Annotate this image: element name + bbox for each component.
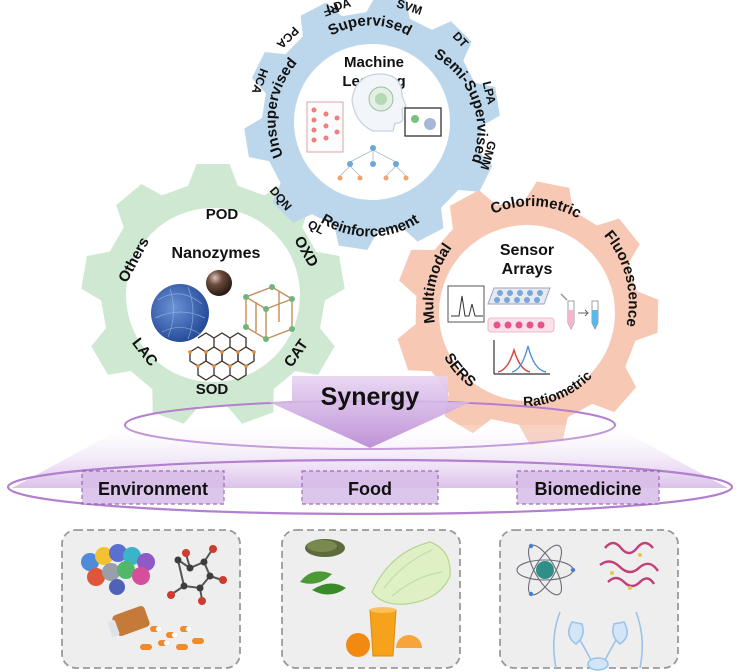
environment-label: Environment bbox=[98, 479, 208, 499]
ml-title-line1: Machine bbox=[344, 54, 404, 71]
nano-label-sod: SOD bbox=[196, 381, 229, 398]
ml-algorithm-lpa: LPA bbox=[480, 80, 499, 106]
biomedicine-label: Biomedicine bbox=[534, 479, 641, 499]
food-label-box bbox=[301, 470, 439, 505]
environment-label-box bbox=[81, 470, 225, 505]
nano-label-pod: POD bbox=[206, 206, 239, 223]
biomedicine-panel bbox=[499, 529, 679, 669]
nanoparticle-sphere bbox=[151, 284, 209, 342]
graphene-sheet bbox=[189, 332, 255, 381]
cabbage bbox=[371, 541, 451, 605]
nanoparticle-ball bbox=[206, 270, 232, 296]
heavy-metal-spheres bbox=[81, 544, 155, 595]
sensor-illustrations bbox=[447, 285, 599, 375]
sensor-gear-center bbox=[439, 225, 615, 401]
spectrum-window bbox=[447, 285, 485, 323]
ml-brain-illustration bbox=[306, 73, 442, 181]
protein-structure bbox=[599, 541, 659, 588]
orange-juice bbox=[346, 607, 422, 657]
sensor-title-line1: Sensor bbox=[500, 242, 554, 259]
synergy-arrow bbox=[269, 376, 471, 448]
ml-algorithm-ql: QL bbox=[305, 217, 326, 237]
pill-bottle bbox=[107, 605, 204, 650]
nanozyme-illustrations bbox=[151, 270, 295, 381]
nano-title: Nanozymes bbox=[172, 245, 261, 262]
kidney-anatomy bbox=[552, 611, 644, 671]
synergy-label: Synergy bbox=[321, 383, 420, 411]
sensor-title-line2: Arrays bbox=[502, 261, 553, 278]
ratiometric-plot bbox=[493, 340, 550, 375]
pink-wells bbox=[487, 317, 555, 333]
well-plate bbox=[487, 287, 551, 305]
biomedicine-label-box bbox=[516, 470, 660, 505]
ml-algorithm-rf: RF bbox=[321, 1, 341, 20]
lower-ring bbox=[6, 458, 734, 516]
food-label: Food bbox=[348, 479, 392, 499]
vials bbox=[560, 293, 599, 330]
tea-leaves bbox=[300, 539, 346, 595]
